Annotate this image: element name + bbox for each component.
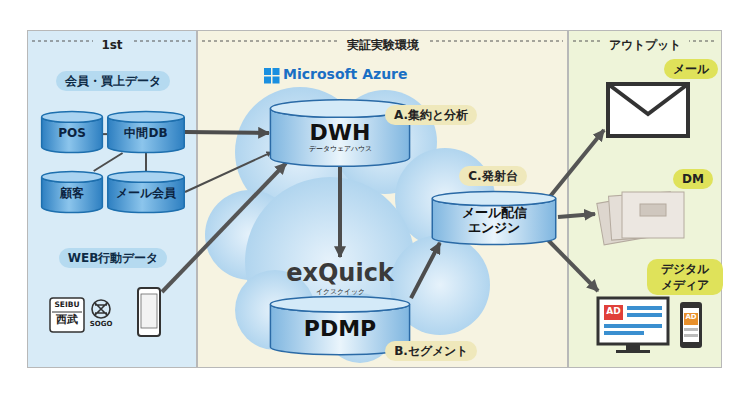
database-cylinder: メール配信 エンジン [431, 191, 557, 245]
node-text: デジタル メディア [656, 261, 714, 293]
cylinder-body [432, 199, 555, 245]
node-text: データウェアハウス [309, 145, 372, 153]
flow-arrow [548, 240, 598, 291]
cylinder-content: メール配信 エンジン [431, 191, 557, 245]
database-cylinder: POS [41, 111, 103, 153]
database-cylinder: メール会員 [107, 171, 185, 213]
tag-label: A.集約と分析 [385, 105, 477, 125]
logo-text: Microsoft Azure [283, 66, 408, 82]
node-text: 実証実験環境 [339, 37, 427, 53]
node-text: B.セグメント [394, 343, 468, 359]
connector [185, 152, 272, 192]
product-heading: exQuickイクスクイック [269, 257, 411, 296]
panel-header: 実証実験環境 [198, 34, 567, 53]
connector [411, 243, 440, 298]
database-cylinder: 中間DB [107, 111, 185, 153]
node-text: DWH [310, 120, 371, 145]
tag-label: C.発射台 [459, 166, 526, 186]
cylinder-content: POS [41, 111, 103, 153]
cylinder-top [42, 171, 103, 182]
flow-arrow [548, 130, 604, 199]
node-text: 1st [93, 37, 130, 53]
database-cylinder: 顧客 [41, 171, 103, 213]
tag-label: デジタル メディア [647, 259, 723, 295]
connector [145, 153, 147, 171]
tag-label: メール [664, 59, 718, 79]
tag-label: WEB行動データ [59, 248, 168, 268]
logo-text: SEIBU [51, 301, 83, 310]
node-text: 顧客 [60, 187, 84, 201]
tag-label: DM [673, 169, 713, 189]
node-text: POS [58, 127, 86, 141]
node-text: DM [682, 171, 704, 187]
azure-logo [264, 68, 280, 84]
tag-label: 会員・買上データ [56, 71, 170, 91]
database-cylinder: exQuickイクスクイック PDMP [269, 257, 411, 355]
cylinder-top [432, 192, 555, 206]
cylinder-top [270, 296, 409, 311]
panel-header: アウトプット [569, 34, 721, 53]
cylinder-top [108, 111, 184, 122]
node-text: exQuick [269, 260, 411, 288]
node-text: A.集約と分析 [394, 107, 468, 123]
connector [338, 167, 342, 257]
ad-mark: AD [604, 306, 623, 316]
monitor-icon [598, 298, 668, 353]
node-text: 中間DB [124, 127, 167, 141]
node-text: 会員・買上データ [65, 73, 161, 89]
cylinder-content: 顧客 [41, 171, 103, 213]
connector [185, 132, 269, 133]
seibu-logo [50, 298, 84, 332]
node-text: イクスクイック [269, 288, 411, 296]
node-text: アウトプット [601, 37, 689, 53]
cylinder-top [108, 171, 184, 182]
cylinder-content: メール会員 [107, 171, 185, 213]
connector [94, 153, 123, 171]
smartphone-icon [138, 288, 160, 336]
tag-label: B.セグメント [385, 341, 477, 361]
node-text: メール配信 エンジン [443, 206, 545, 236]
sogo-logo [92, 300, 110, 318]
node-text: PDMP [304, 316, 376, 341]
header-rule [32, 41, 717, 42]
dm-cards-icon [597, 192, 684, 245]
smartphone-icon [680, 302, 702, 348]
logo-text: SOGO [89, 320, 113, 328]
cylinder-top [42, 111, 103, 122]
envelope-icon [608, 84, 688, 136]
node-text: WEB行動データ [68, 250, 159, 266]
node-text: メール会員 [116, 187, 176, 201]
seibu-logo-rule [52, 312, 82, 313]
ad-mark: AD [684, 313, 698, 321]
flow-arrow [558, 214, 595, 217]
connector [103, 133, 107, 135]
flow-arrow [162, 163, 286, 292]
logo-text: 西武 [51, 314, 83, 327]
node-text: C.発射台 [468, 168, 517, 184]
cylinder-content: 中間DB [107, 111, 185, 153]
cloud-shape [205, 87, 495, 363]
panel-header: 1st [28, 34, 196, 53]
node-text: メール [673, 61, 709, 77]
